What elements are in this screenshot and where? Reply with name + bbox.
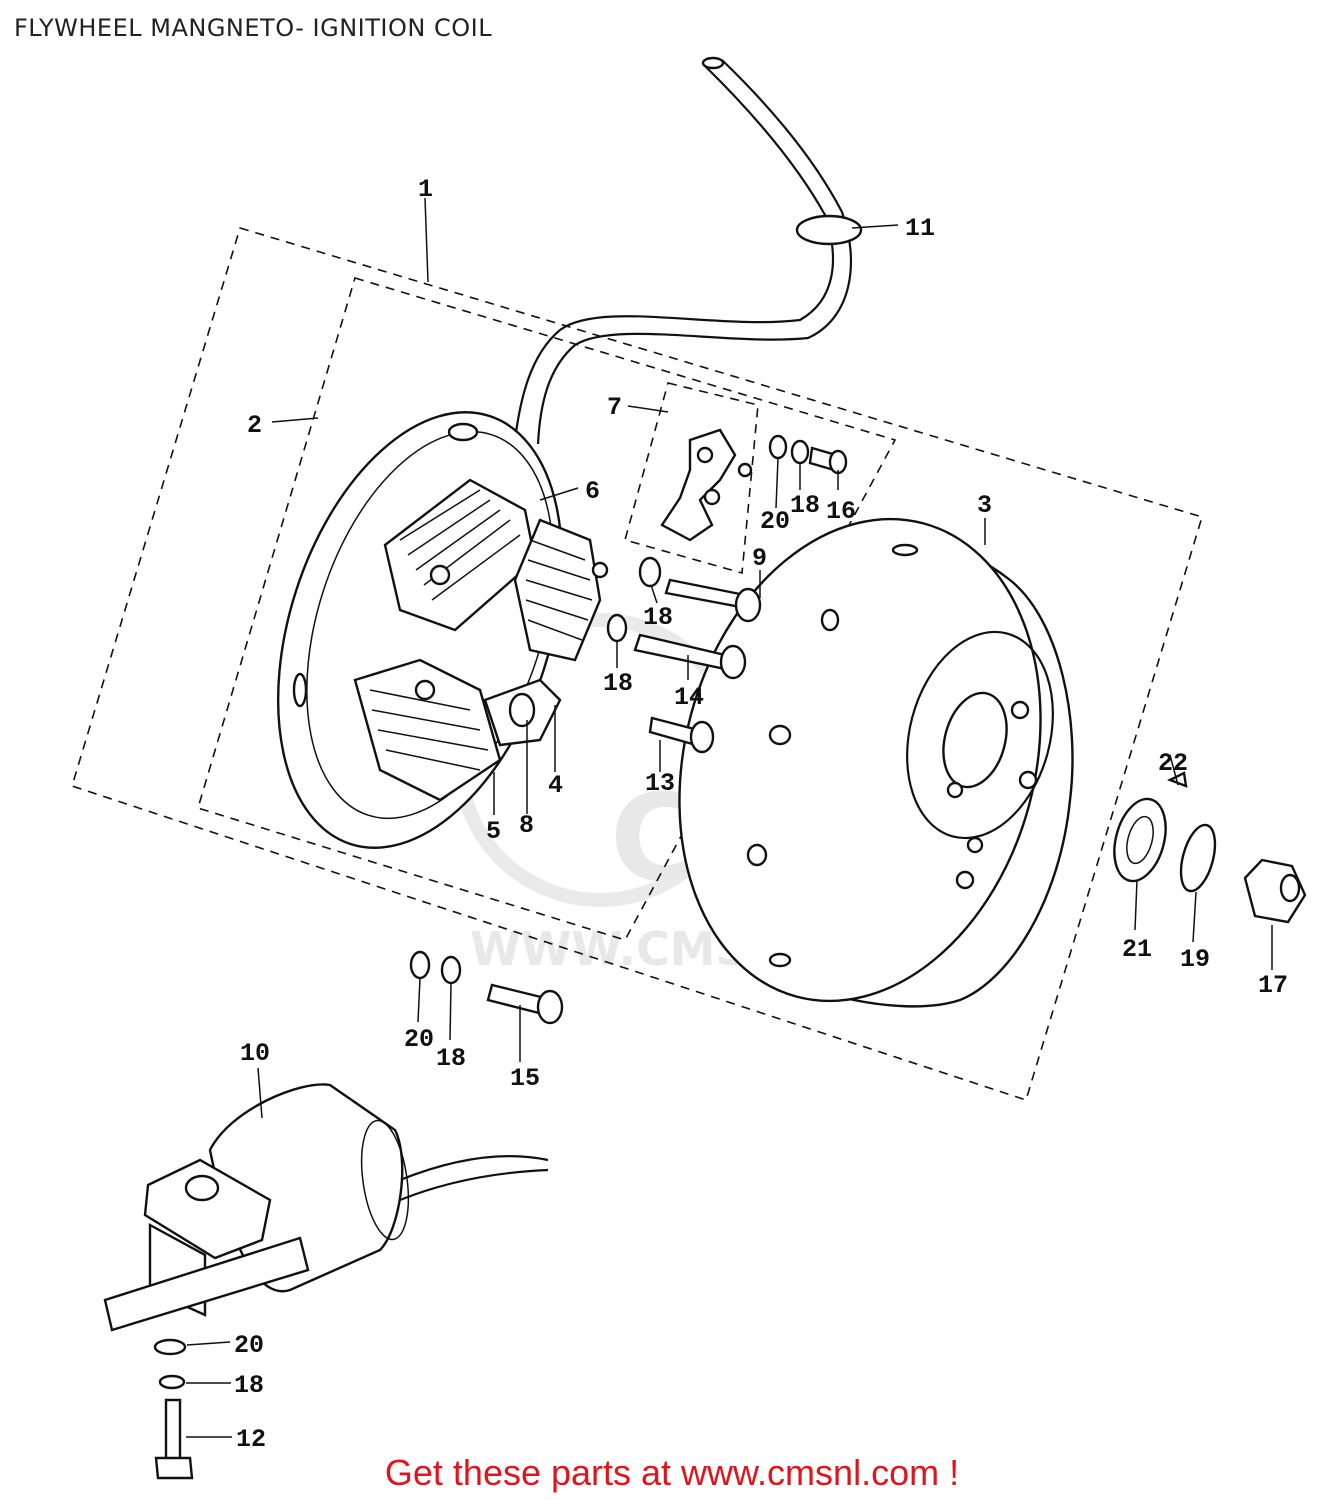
callout-11: 11 — [905, 214, 935, 243]
callout-4: 4 — [548, 771, 563, 800]
grommet — [795, 214, 863, 246]
callout-9: 9 — [752, 544, 767, 573]
callout-7: 7 — [607, 393, 622, 422]
bolt-12 — [164, 1398, 182, 1462]
callout-14: 14 — [674, 683, 704, 712]
ignition-coil-lower — [353, 658, 502, 802]
condenser — [483, 678, 562, 747]
callout-1: 1 — [418, 175, 433, 204]
callout-18-c: 18 — [790, 491, 820, 520]
callout-labels: 1 2 3 4 5 6 7 8 9 10 11 12 13 14 15 16 1… — [234, 175, 1288, 1454]
callout-17: 17 — [1258, 971, 1288, 1000]
lighting-coil-right — [513, 518, 602, 662]
breaker-point-outline — [624, 382, 759, 575]
screw-15 — [486, 983, 547, 1016]
callout-18-e: 18 — [234, 1371, 264, 1400]
high-tension-lead — [103, 1236, 310, 1332]
callout-18-d: 18 — [436, 1044, 466, 1073]
diagram-title: FLYWHEEL MANGNETO- IGNITION COIL — [14, 14, 493, 42]
washer-20-coil — [153, 1338, 187, 1356]
callout-8: 8 — [519, 811, 534, 840]
wire-harness — [513, 56, 863, 445]
callout-21: 21 — [1122, 935, 1152, 964]
lock-washer-19 — [1179, 823, 1217, 893]
footer-link[interactable]: Get these parts at www.cmsnl.com ! — [384, 1452, 960, 1493]
hardware — [409, 434, 1307, 1025]
callout-16: 16 — [826, 497, 856, 526]
ignition-coil-assembly — [103, 1083, 549, 1480]
ignition-coil-bracket — [143, 1158, 272, 1260]
contact-breaker — [660, 428, 753, 542]
callout-5: 5 — [486, 817, 501, 846]
callout-18-b: 18 — [603, 669, 633, 698]
washer-18-b — [606, 613, 628, 643]
washer-21 — [1113, 797, 1167, 883]
flywheel-hub — [906, 630, 1054, 840]
callout-22: 22 — [1158, 749, 1188, 778]
stator-mount-slot-left — [292, 672, 308, 708]
stator-mount-slot-top — [447, 422, 479, 442]
callout-12: 12 — [236, 1425, 266, 1454]
washer-18-top — [790, 439, 810, 465]
stator-assembly — [276, 411, 609, 849]
callout-20-b: 20 — [404, 1025, 434, 1054]
callout-15: 15 — [510, 1064, 540, 1093]
wire-end — [701, 56, 725, 70]
callout-18-a: 18 — [643, 603, 673, 632]
washer-20-top — [768, 434, 788, 460]
callout-19: 19 — [1180, 945, 1210, 974]
flywheel-face — [678, 517, 1042, 1003]
washer-20-bottom — [409, 950, 431, 980]
flywheel-rotor — [678, 517, 1074, 1008]
callout-2: 2 — [247, 411, 262, 440]
callout-3: 3 — [977, 491, 992, 520]
callout-13: 13 — [645, 769, 675, 798]
washer-18-coil — [158, 1374, 186, 1390]
leader-lines — [186, 197, 1273, 1438]
washer-18-a — [638, 556, 662, 588]
callout-10: 10 — [240, 1039, 270, 1068]
callout-20-a: 20 — [760, 507, 790, 536]
washer-18-bottom — [440, 955, 462, 985]
callout-6: 6 — [585, 477, 600, 506]
screw-9 — [664, 578, 748, 610]
assembly-outline-inner — [197, 277, 897, 941]
stator-screw-hole — [591, 561, 609, 579]
callout-20-c: 20 — [234, 1331, 264, 1360]
